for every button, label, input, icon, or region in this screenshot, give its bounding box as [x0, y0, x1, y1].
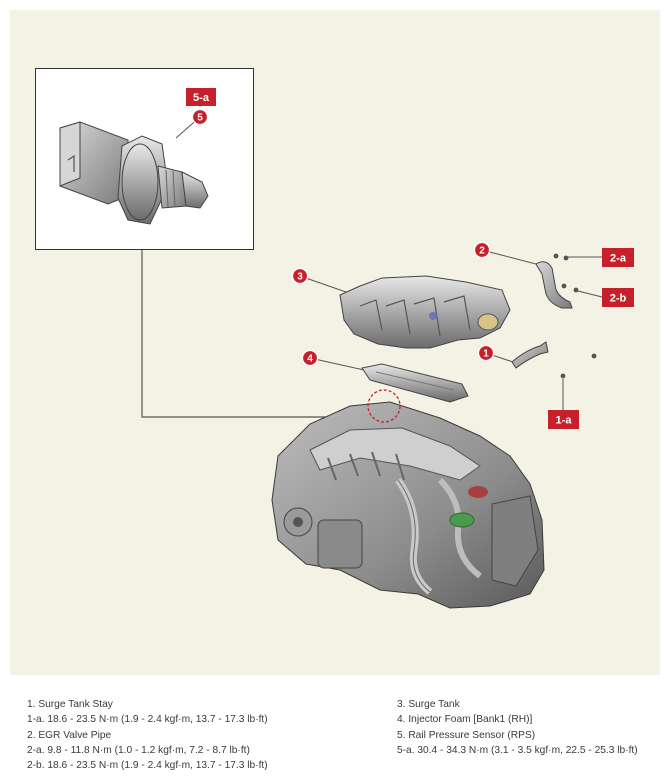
tag-2b: 2-b — [602, 288, 634, 307]
svg-text:2: 2 — [479, 246, 485, 257]
svg-text:2-b: 2-b — [610, 293, 627, 305]
tag-1a: 1-a — [548, 410, 579, 429]
legend-right-column: 3. Surge Tank 4. Injector Foam [Bank1 (R… — [397, 697, 638, 758]
callout-1: 1 — [477, 344, 495, 362]
legend-item: 3. Surge Tank — [397, 699, 460, 710]
surge-tank-illustration — [339, 275, 511, 349]
svg-text:3: 3 — [297, 272, 303, 283]
legend-item: 2-a. 9.8 - 11.8 N·m (1.0 - 1.2 kgf·m, 7.… — [27, 744, 250, 756]
legend-item: 4. Injector Foam [Bank1 (RH)] — [397, 714, 533, 726]
rps-location-marker — [367, 389, 401, 423]
svg-text:5-a: 5-a — [193, 92, 210, 104]
injector-foam-illustration — [361, 363, 469, 403]
inset-leader-line — [141, 250, 381, 418]
exploded-diagram: 5 3 4 2 1 5-a 2-a 2-b — [10, 10, 660, 675]
legend-item: 1. Surge Tank Stay — [27, 699, 113, 710]
svg-text:5: 5 — [197, 113, 203, 124]
legend-item: 2. EGR Valve Pipe — [27, 729, 112, 741]
svg-text:1-a: 1-a — [556, 415, 573, 427]
callout-5: 5 — [191, 108, 209, 126]
callout-3: 3 — [291, 267, 309, 285]
callout-4: 4 — [301, 349, 319, 367]
tag-2a: 2-a — [602, 248, 634, 267]
svg-text:2-a: 2-a — [610, 253, 627, 265]
legend-item: 1-a. 18.6 - 23.5 N·m (1.9 - 2.4 kgf·m, 1… — [27, 714, 268, 726]
tag-5a: 5-a — [186, 88, 216, 106]
surge-tank-stay-illustration — [511, 341, 597, 379]
legend-item: 2-b. 18.6 - 23.5 N·m (1.9 - 2.4 kgf·m, 1… — [27, 760, 268, 772]
legend-item: 5. Rail Pressure Sensor (RPS) — [397, 729, 536, 741]
svg-text:1: 1 — [483, 349, 489, 360]
egr-valve-pipe-illustration — [535, 253, 579, 309]
svg-text:4: 4 — [307, 354, 313, 365]
legend-item: 5-a. 30.4 - 34.3 N·m (3.1 - 3.5 kgf·m, 2… — [397, 744, 638, 756]
legend-left-column: 1. Surge Tank Stay 1-a. 18.6 - 23.5 N·m … — [27, 697, 268, 773]
engine-assembly-illustration — [271, 389, 545, 609]
callout-2: 2 — [473, 241, 491, 259]
rail-pressure-sensor-illustration — [59, 121, 209, 225]
